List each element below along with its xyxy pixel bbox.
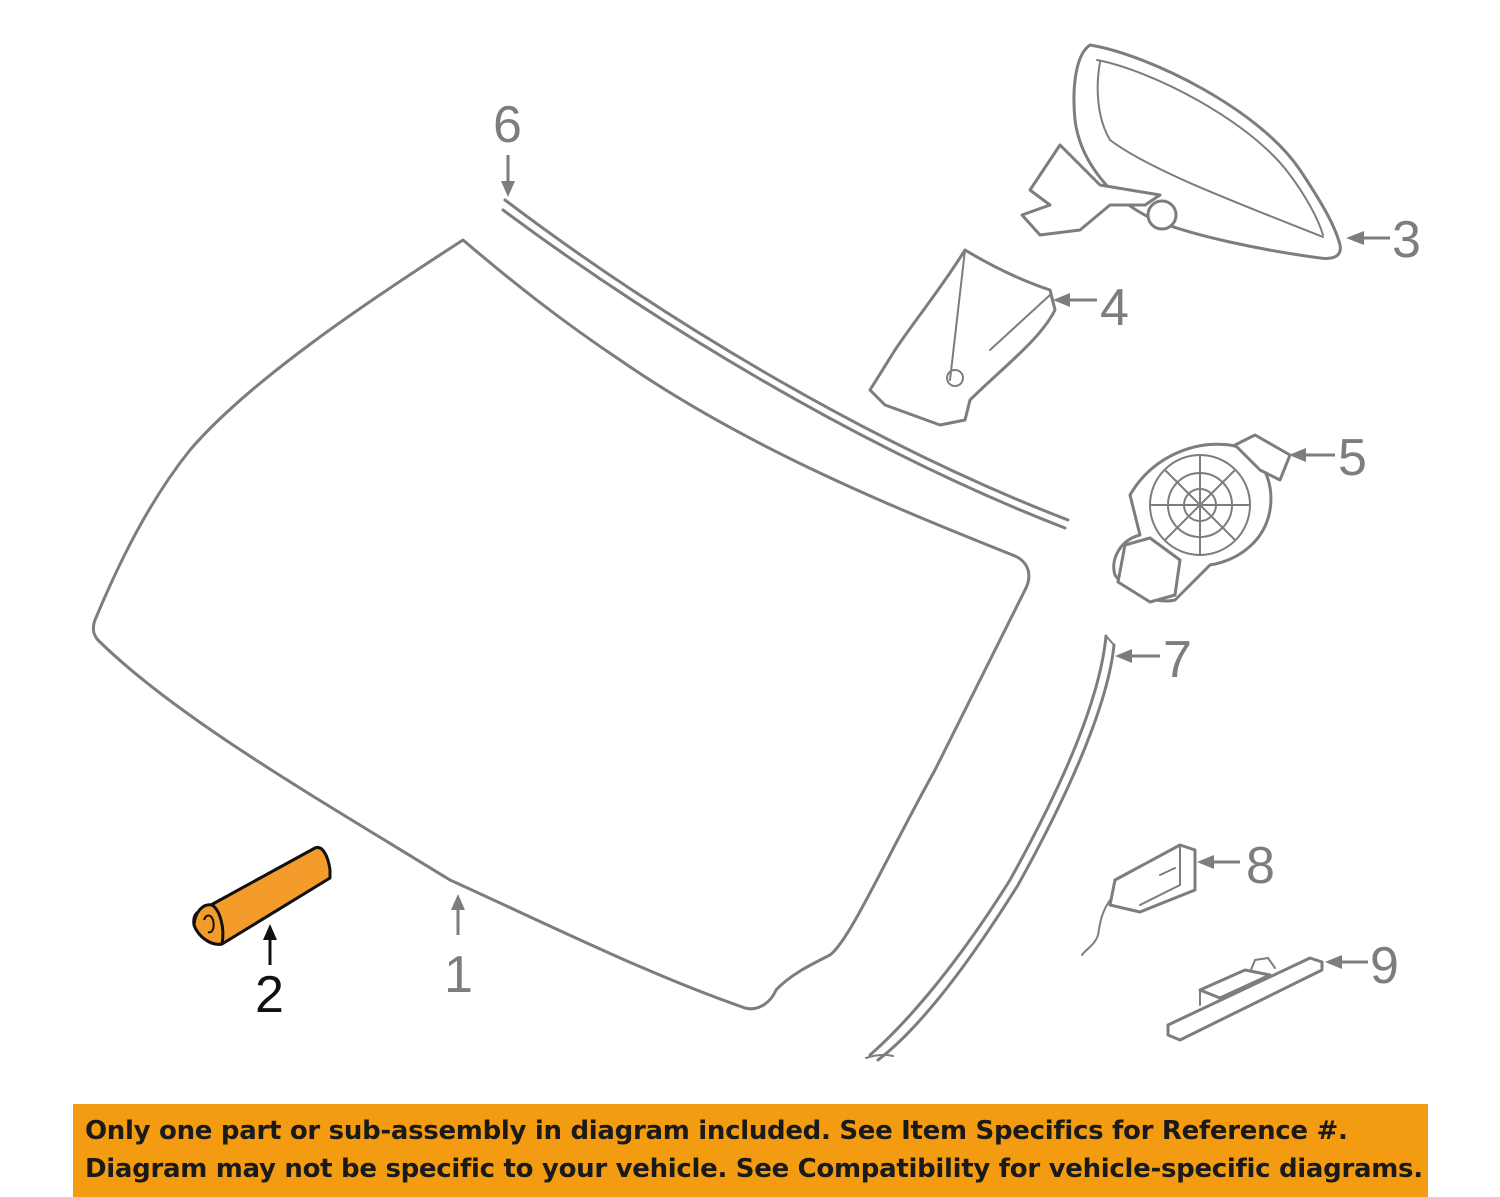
- callout-number-8: 8: [1246, 837, 1275, 895]
- disclaimer-line-2: Diagram may not be specific to your vehi…: [85, 1154, 1423, 1184]
- callout-arrow-9: [1325, 955, 1368, 969]
- disclaimer-line-1: Only one part or sub-assembly in diagram…: [85, 1116, 1348, 1146]
- callout-number-3: 3: [1392, 211, 1421, 269]
- disclaimer-banner: Only one part or sub-assembly in diagram…: [73, 1104, 1428, 1197]
- callout-number-4: 4: [1100, 279, 1129, 337]
- callout-arrow-7: [1115, 649, 1160, 663]
- sensor-bracket: [1081, 843, 1197, 956]
- callout-arrow-5: [1289, 448, 1335, 462]
- callout-number-5: 5: [1338, 429, 1367, 487]
- callout-number-2: 2: [255, 966, 284, 1024]
- callout-arrow-8: [1197, 855, 1240, 869]
- callout-arrow-3: [1346, 231, 1390, 245]
- callout-arrow-2: [263, 924, 277, 965]
- callout-number-9: 9: [1370, 937, 1399, 995]
- callout-number-7: 7: [1163, 631, 1192, 689]
- upper-molding: [501, 198, 1070, 530]
- callout-arrow-4: [1053, 293, 1097, 307]
- highlighted-part-2: [192, 845, 332, 946]
- side-molding: [865, 634, 1116, 1062]
- callout-arrow-1: [451, 894, 465, 935]
- parts-diagram: 1 2 3 4 5 6 7 8 9: [91, 43, 1421, 1062]
- callout-number-1: 1: [444, 946, 473, 1004]
- callout-arrow-6: [501, 155, 515, 197]
- windshield-glass: [91, 238, 1031, 1011]
- rear-view-mirror: [1020, 43, 1342, 260]
- mirror-cover: [868, 248, 1057, 427]
- rain-sensor: [1112, 433, 1292, 604]
- mounting-bracket: [1166, 956, 1324, 1042]
- callout-number-6: 6: [493, 96, 522, 154]
